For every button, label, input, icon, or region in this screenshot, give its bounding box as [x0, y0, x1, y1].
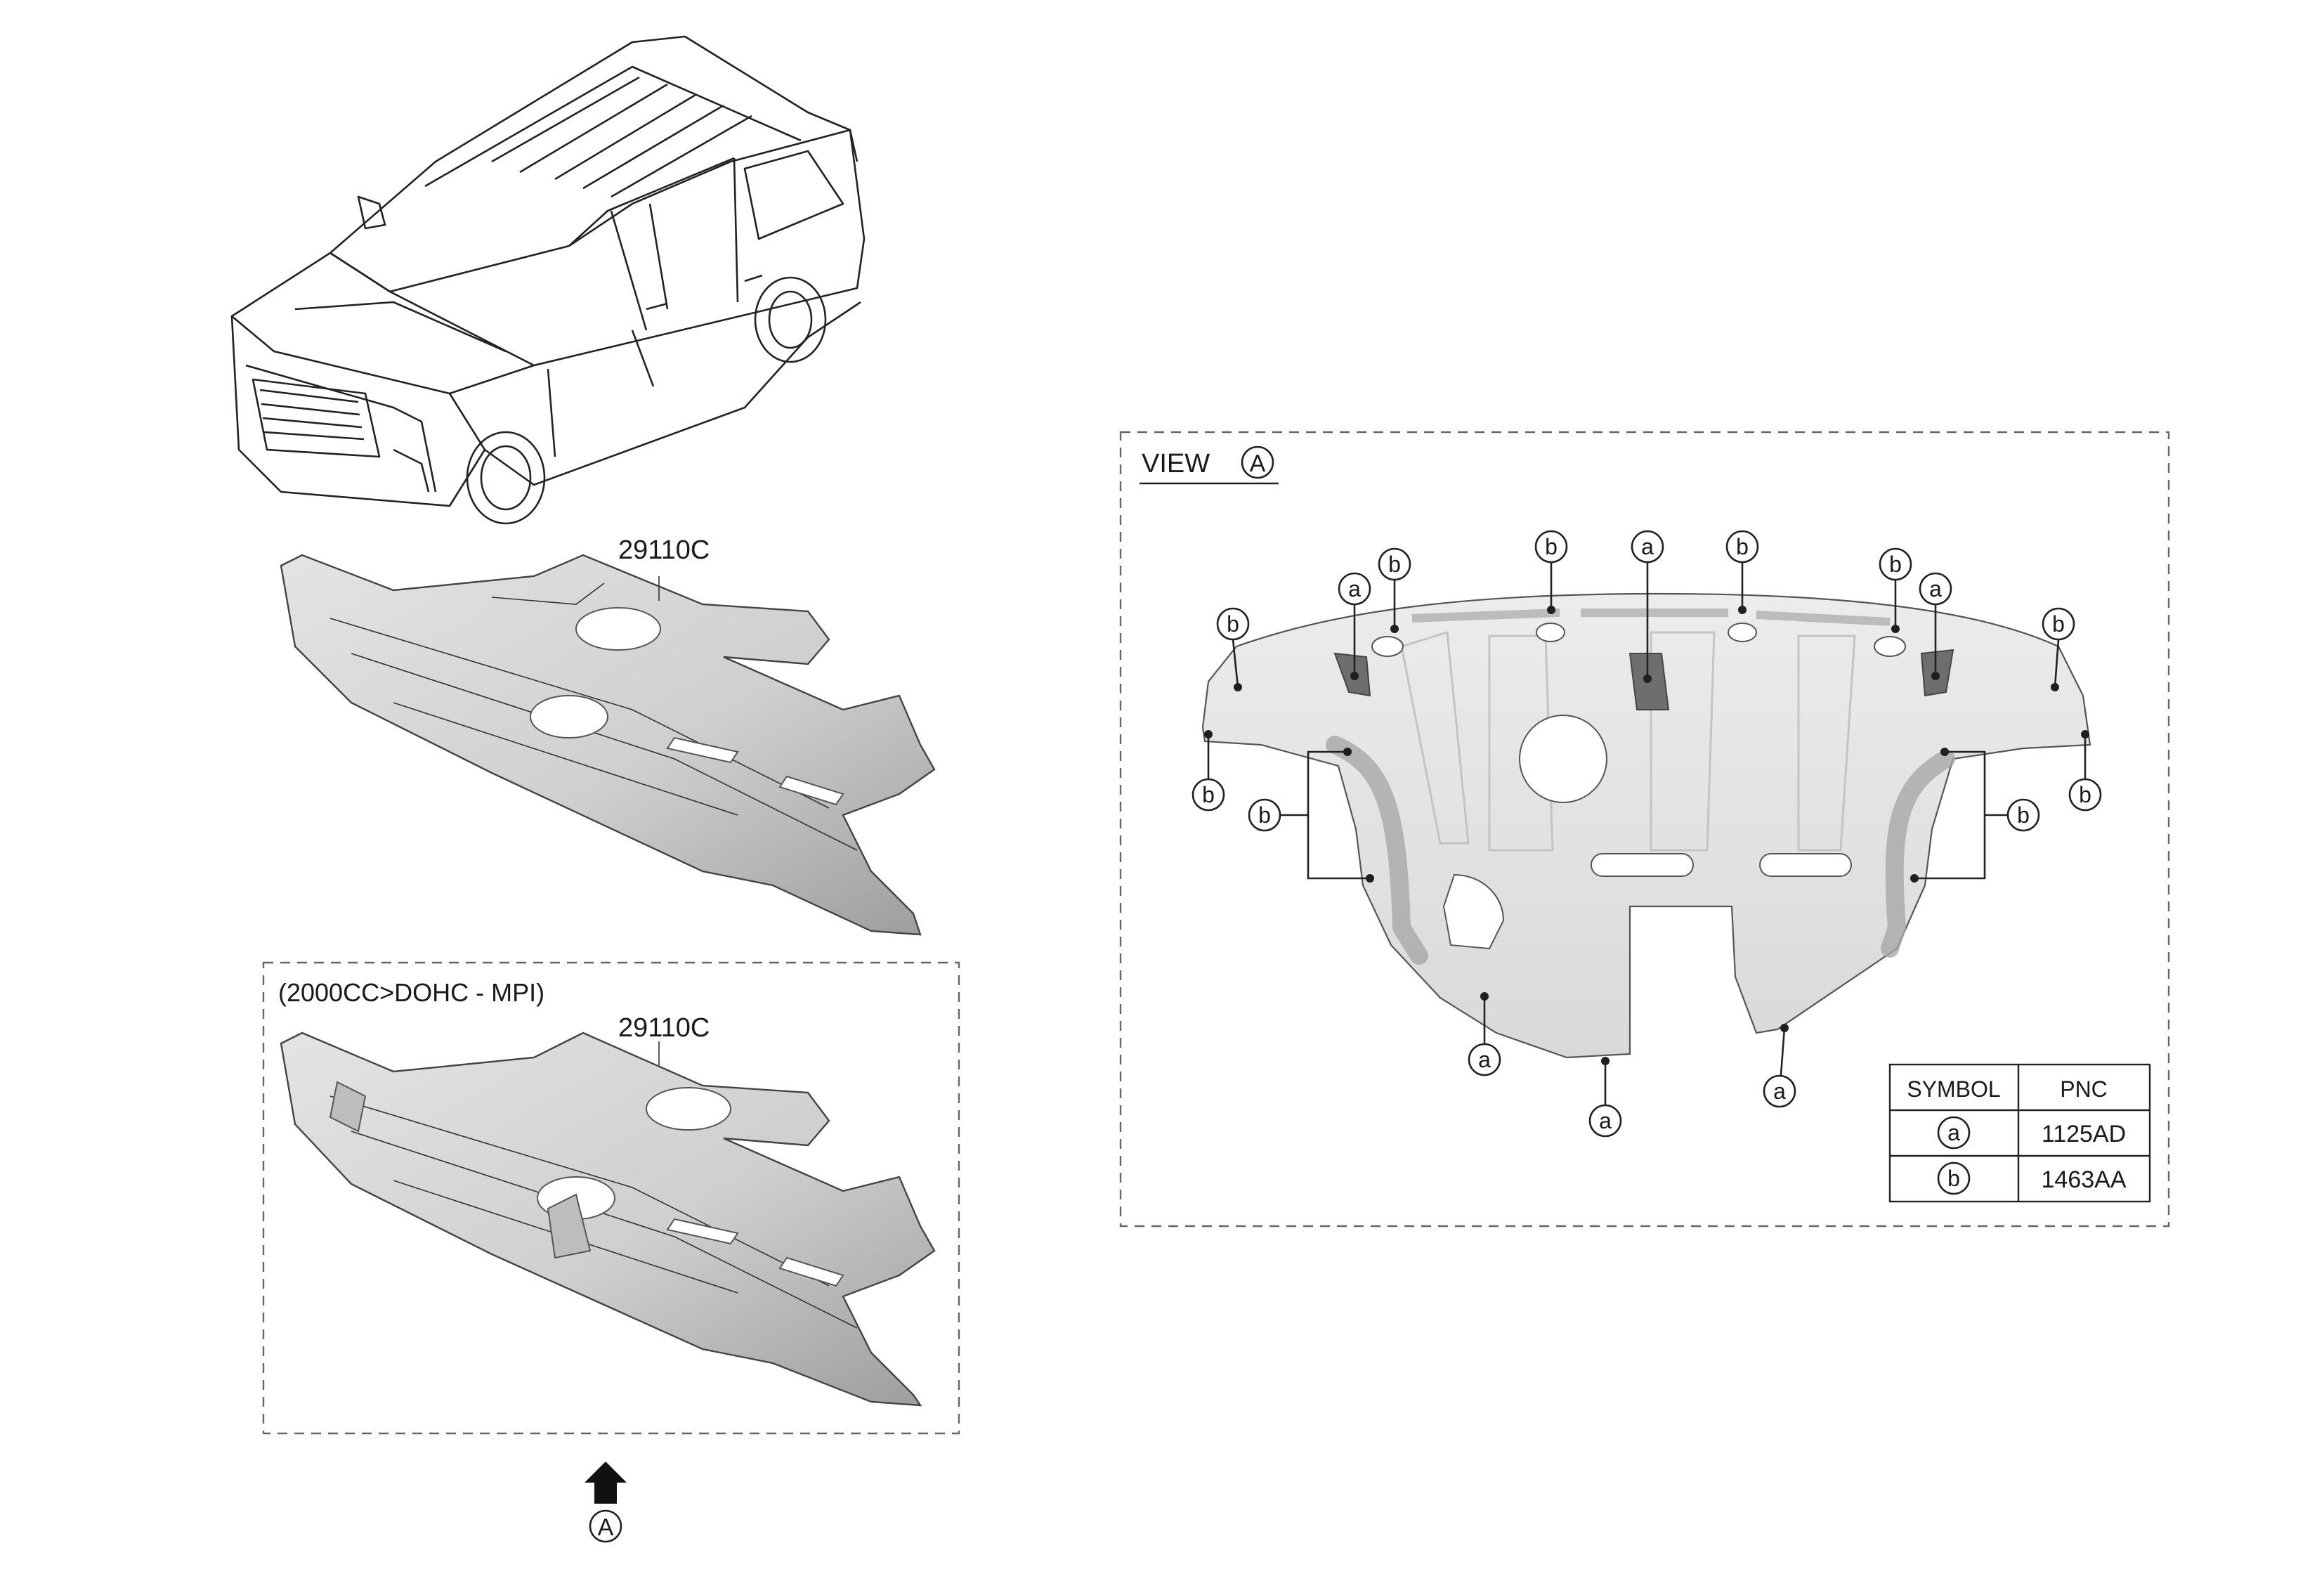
callout-b-10: b — [2006, 798, 2040, 832]
callout-b-5: b — [1879, 547, 1912, 581]
svg-text:a: a — [1478, 1047, 1491, 1072]
callouts-b — [1207, 562, 2087, 880]
svg-text:a: a — [1929, 576, 1942, 601]
callout-b-4: b — [1725, 530, 1759, 564]
callout-b-3: b — [1534, 530, 1568, 564]
svg-text:b: b — [1545, 534, 1558, 559]
legend-row-b-symbol: b — [1947, 1166, 1960, 1191]
undercover-panel-top — [280, 554, 936, 936]
fastener-points-a — [1350, 672, 1940, 1065]
vehicle-illustration — [230, 35, 866, 525]
view-frame — [1119, 431, 2170, 1228]
svg-text:b: b — [2079, 782, 2091, 807]
svg-text:a: a — [1641, 534, 1654, 559]
variant-caption: (2000CC>DOHC - MPI) — [278, 978, 544, 1007]
view-arrow-symbol: A — [598, 1514, 614, 1541]
view-symbol-circle — [589, 1509, 622, 1543]
view-title-symbol: A — [1250, 450, 1266, 477]
variant-frame — [262, 961, 960, 1435]
svg-text:b: b — [1736, 534, 1749, 559]
svg-text:b: b — [1227, 611, 1239, 637]
svg-text:a: a — [1348, 576, 1361, 601]
svg-text:b: b — [1889, 552, 1902, 577]
legend-header-pnc: PNC — [2060, 1076, 2108, 1102]
callouts-a — [1353, 562, 1937, 1105]
svg-text:b: b — [1258, 802, 1271, 828]
legend-row-b-pnc: 1463AA — [2042, 1166, 2127, 1193]
svg-text:b: b — [2052, 611, 2065, 637]
callout-b-7: b — [1192, 778, 1225, 812]
svg-text:b: b — [1388, 552, 1401, 577]
part-number-bottom: 29110C — [618, 1013, 710, 1043]
callout-a-6: a — [1763, 1074, 1796, 1108]
callout-b-6: b — [2042, 607, 2075, 641]
svg-text:b: b — [1202, 782, 1215, 807]
view-title: VIEW — [1142, 449, 1210, 479]
callout-a-4: a — [1468, 1043, 1501, 1076]
undercover-panel-bottom — [280, 1031, 936, 1407]
callout-b-9: b — [1248, 798, 1281, 832]
svg-text:b: b — [2017, 802, 2030, 828]
part-number-top: 29110C — [618, 535, 710, 565]
legend-row-a-symbol: a — [1947, 1120, 1960, 1145]
view-title-circle — [1241, 445, 1274, 479]
symbol-legend-table: SYMBOL PNC a 1125AD b 1463AA — [1888, 1063, 2151, 1203]
fastener-points-b — [1204, 606, 2089, 883]
legend-header-symbol: SYMBOL — [1907, 1076, 2000, 1102]
legend-row-a-pnc: 1125AD — [2042, 1121, 2126, 1147]
callout-b-2: b — [1378, 547, 1411, 581]
svg-text:a: a — [1773, 1079, 1786, 1104]
undercover-panel-view-a — [1201, 592, 2091, 1059]
callout-b-1: b — [1216, 607, 1250, 641]
callout-a-2: a — [1631, 530, 1664, 564]
callout-b-8: b — [2068, 778, 2102, 812]
svg-text:a: a — [1599, 1108, 1612, 1133]
callout-a-1: a — [1338, 572, 1371, 606]
callout-a-5: a — [1588, 1104, 1622, 1138]
callout-a-3: a — [1919, 572, 1952, 606]
view-arrow-icon — [585, 1462, 627, 1504]
